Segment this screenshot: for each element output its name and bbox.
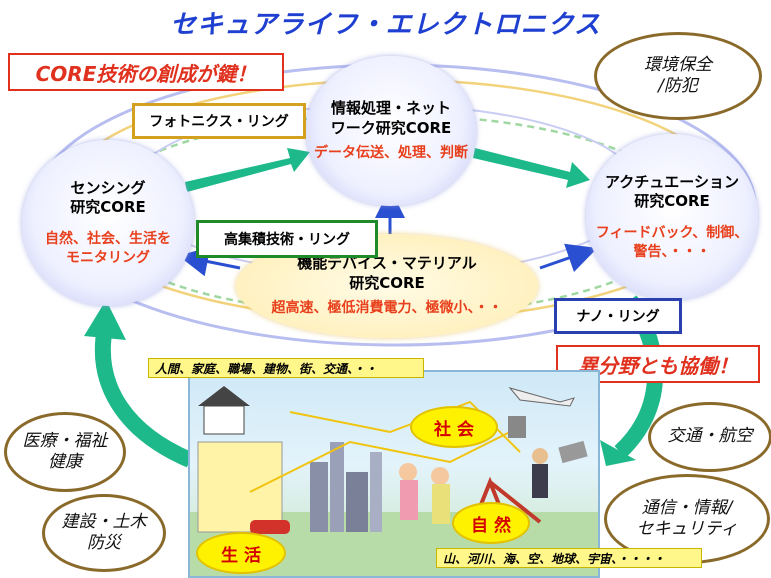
core-actuation-title-1: アクチュエーション [605,172,739,191]
core-sensing-title-2: 研究CORE [70,198,146,217]
core-info-title-2: ワーク研究CORE [330,118,452,137]
arrow-device-to-sensing [178,246,241,277]
building-4 [370,452,382,532]
field-comm-line2: セキュリティ [636,519,738,539]
core-sensing-desc-1: 自然、社会、生活を [45,230,171,247]
room [197,441,283,533]
field-medical-line2: 健康 [48,452,82,472]
building-3 [346,472,368,532]
core-actuation-title-2: 研究CORE [634,192,710,211]
field-construction: 建設・土木防災 [42,494,166,572]
device-1 [508,416,526,438]
field-transport: 交通・航空 [648,402,771,472]
person-body-3 [532,464,548,498]
arrow-sensing-to-info [185,148,310,192]
person-head-2 [431,467,449,485]
field-construction-line2: 防災 [87,533,121,553]
building-2 [330,442,344,532]
core-actuation: アクチュエーション 研究CORE フィードバック、制御、 警告、・・・ [586,134,758,300]
ring-photonics: フォトニクス・リング [132,103,306,139]
field-construction-line1: 建設・土木 [61,511,147,532]
diagram-title: セキュアライフ・エレクトロニクス [170,10,601,40]
core-device-desc: 超高速、極低消費電力、極微小、・・ [271,300,503,317]
core-sensing: センシング 研究CORE 自然、社会、生活を モニタリング [22,140,194,306]
tag-nature-domains: 山、河川、海、空、地球、宇宙、・・・・ [436,548,702,568]
core-sensing-title-1: センシング [70,178,146,197]
core-device-title-2: 研究CORE [349,273,425,292]
core-sensing-desc-2: モニタリング [66,249,150,266]
field-comm-line1: 通信・情報/ [641,497,733,518]
ring-nano: ナノ・リング [554,298,682,334]
field-transport-line1: 交通・航空 [667,426,753,447]
bubble-life: 生 活 [196,532,286,574]
core-actuation-desc-1: フィードバック、制御、 [595,224,749,241]
bubble-society: 社 会 [410,406,498,448]
core-actuation-desc-2: 警告、・・・ [633,243,711,260]
airplane [508,387,575,407]
core-info-title-1: 情報処理・ネット [330,99,451,118]
tag-society-domains: 人間、家庭、職場、建物、街、交通、・・ [148,358,424,378]
core-info-desc: データ伝送、処理、判断 [314,145,468,162]
field-env-line1: 環境保全 [644,54,712,75]
person-head-3 [532,448,548,464]
arrow-device-to-actuation [539,243,598,273]
person-body-2 [432,484,450,524]
house-body [203,405,245,435]
field-medical: 医療・福祉健康 [4,412,126,492]
person-body-1 [400,480,418,520]
core-key-banner: CORE技術の創成が鍵！ [8,53,284,91]
field-medical-line1: 医療・福祉 [22,430,108,451]
field-env-line2: /防犯 [658,76,698,96]
device-2 [558,440,588,464]
arrow-curve-left [94,326,194,468]
field-env-security: 環境保全/防犯 [594,32,762,120]
core-device-title-1: 機能デバイス・マテリアル [297,254,477,273]
ring-integration: 高集積技術・リング [196,220,378,258]
network-line-2 [249,431,511,493]
core-info-network: 情報処理・ネット ワーク研究CORE データ伝送、処理、判断 [306,56,476,206]
arrow-info-to-actuation [473,148,590,188]
building-1 [310,462,328,532]
person-head-1 [399,463,417,481]
house-roof [198,386,250,406]
bubble-nature: 自 然 [452,502,530,544]
car [250,520,290,534]
